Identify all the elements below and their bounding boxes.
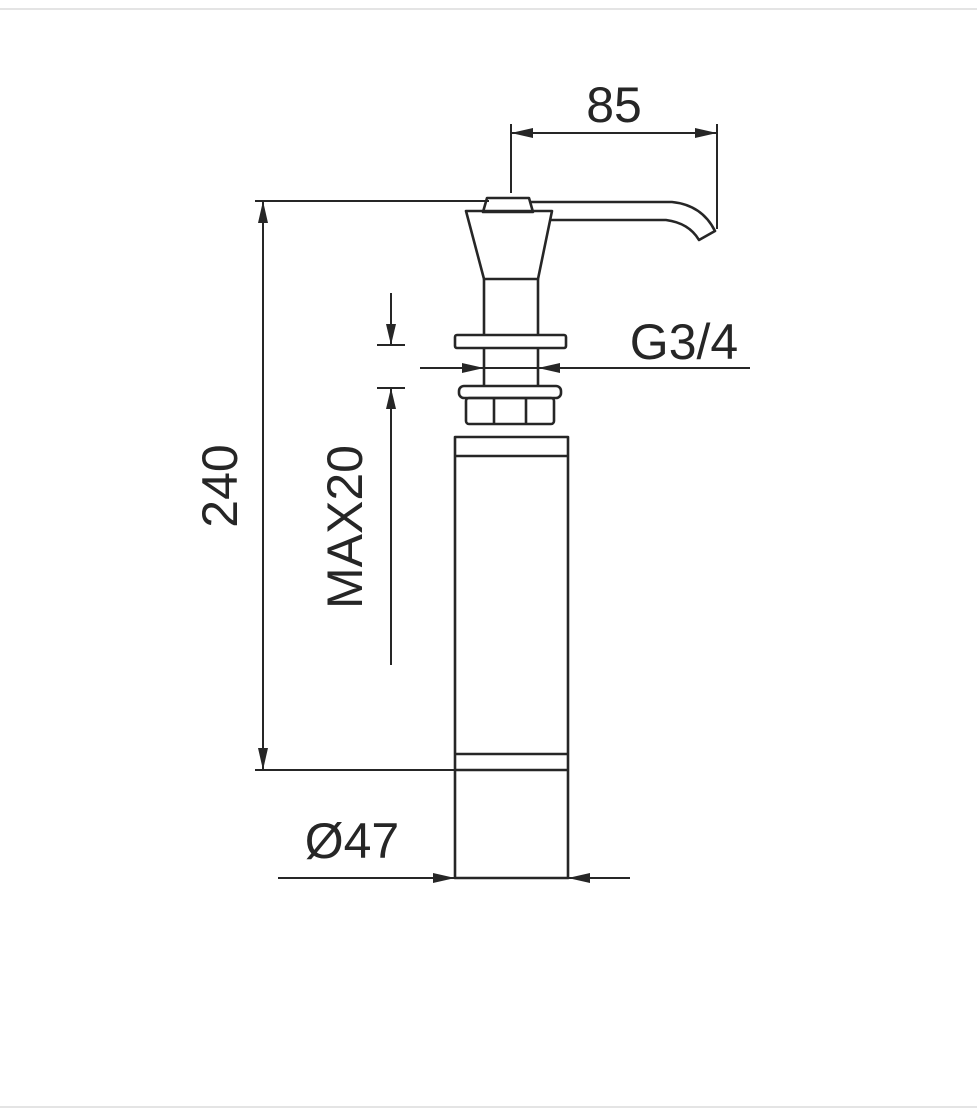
bottle-body — [453, 435, 570, 880]
dim-240-arrow-bottom — [258, 748, 268, 770]
soap-dispenser-outline — [453, 196, 717, 880]
dimension-thread-size: G3/4 — [420, 314, 750, 373]
neck — [482, 279, 540, 335]
pump-head — [464, 209, 554, 281]
dim-240-arrow-top — [258, 201, 268, 223]
washer — [457, 384, 563, 400]
dim-label-spout-reach: 85 — [586, 77, 642, 133]
dim-label-overall-height: 240 — [192, 444, 248, 527]
mounting-nut — [464, 396, 556, 426]
dim-g34-arrow-left — [462, 363, 484, 373]
dim-d47-arrow-left — [433, 873, 455, 883]
dimension-bottle-diameter: Ø47 — [278, 813, 630, 883]
dimension-overall-height: 240 — [192, 200, 489, 771]
dim-label-bottle-diameter: Ø47 — [305, 813, 400, 869]
dim-85-arrow-right — [695, 128, 717, 138]
dim-d47-arrow-right — [568, 873, 590, 883]
dimension-max-counter-thickness: MAX20 — [317, 293, 405, 665]
dim-label-thread-size: G3/4 — [630, 314, 738, 370]
nut-facet-lines — [492, 398, 528, 424]
mounting-flange — [453, 333, 568, 350]
spout — [531, 200, 717, 242]
dim-label-max-counter-thickness: MAX20 — [317, 445, 373, 609]
dimension-spout-reach: 85 — [510, 77, 718, 229]
dim-max20-arrow-up — [386, 388, 396, 409]
dim-max20-arrow-down — [386, 324, 396, 345]
dim-g34-arrow-right — [538, 363, 560, 373]
dim-85-arrow-left — [511, 128, 533, 138]
